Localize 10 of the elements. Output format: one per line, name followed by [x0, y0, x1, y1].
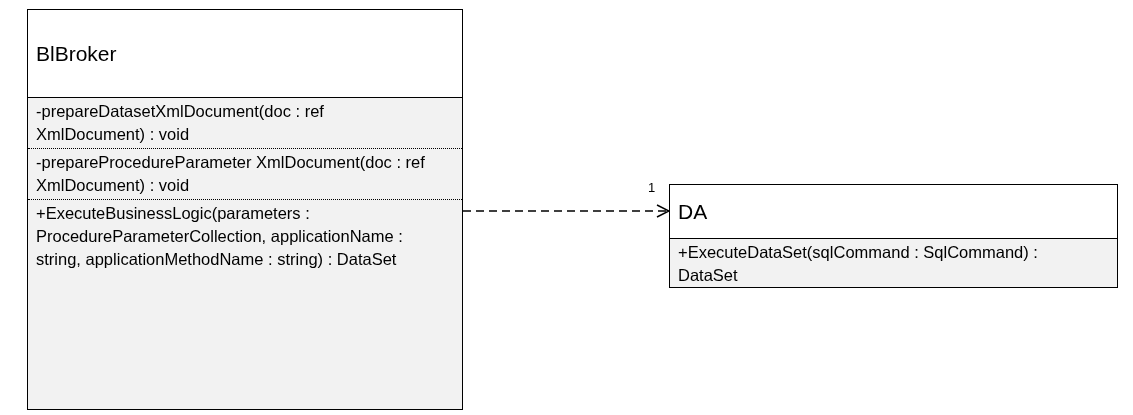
class-name: BlBroker: [36, 40, 117, 67]
class-box: [27, 9, 463, 410]
multiplicity-label: 1: [647, 181, 657, 194]
method-signature: -prepareProcedureParameter XmlDocument(doc : ref XmlDocument) : void: [36, 152, 426, 196]
method-signature: +ExecuteBusinessLogic(parameters : ProcedureParameterCollection, applicationName : string, applicationMethodName : string) : DataSet: [36, 203, 404, 270]
class-box: [669, 184, 1118, 288]
method-signature: -prepareDatasetXmlDocument(doc : ref XmlDocument) : void: [36, 101, 325, 145]
dependency-arrow: [462, 204, 670, 218]
class-name: DA: [678, 198, 708, 225]
method-signature: +ExecuteDataSet(sqlCommand : SqlCommand) : DataSet: [678, 242, 1039, 286]
